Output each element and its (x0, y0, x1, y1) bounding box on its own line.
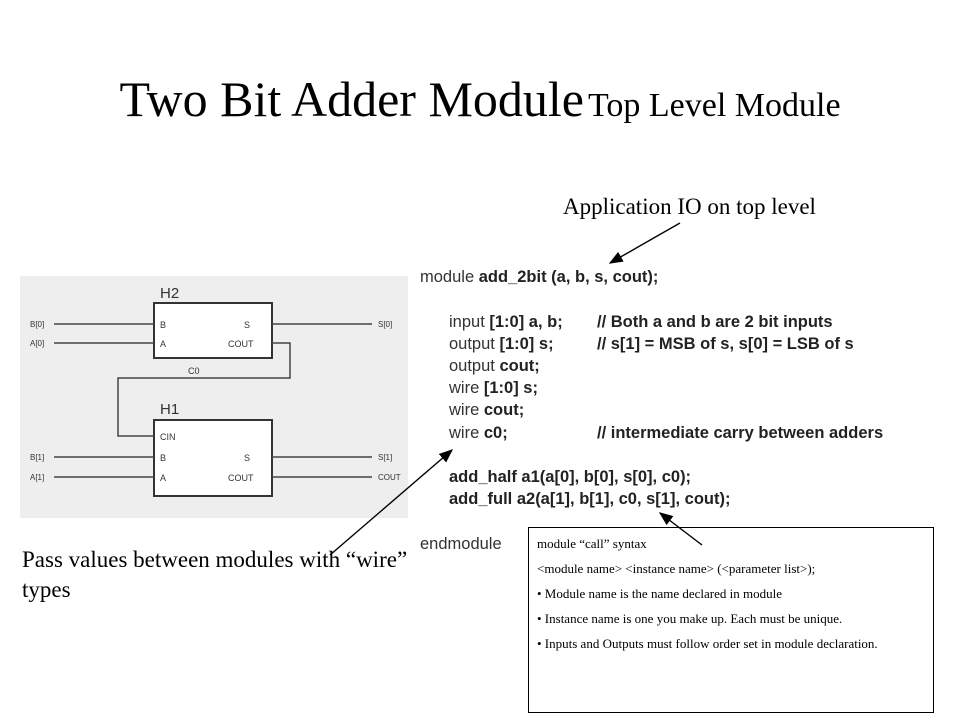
port-b1: B[1] (30, 453, 44, 462)
code-decl-wire-cout: wire cout; (449, 401, 525, 419)
code-instance-full-adder: add_full a2(a[1], b[1], c0, s[1], cout); (449, 490, 731, 508)
h1-pin-cin: CIN (160, 432, 176, 442)
h1-label: H1 (160, 401, 179, 418)
arrow-to-instances (658, 512, 703, 546)
port-cout: COUT (378, 473, 401, 482)
syntax-bullet: • Inputs and Outputs must follow order s… (537, 636, 878, 651)
code-endmodule: endmodule (420, 535, 502, 553)
code-decl-output-s: output [1:0] s; (449, 335, 554, 353)
code-comment-input: // Both a and b are 2 bit inputs (597, 313, 833, 331)
title-sub: Top Level Module (587, 87, 841, 124)
code-decl-input: input [1:0] a, b; (449, 313, 563, 331)
port-s1: S[1] (378, 453, 392, 462)
h1-pin-s: S (244, 453, 250, 463)
code-decl-output-cout: output cout; (449, 357, 540, 375)
code-decl-wire-c0: wire c0; (449, 424, 508, 442)
h1-pin-cout: COUT (228, 473, 254, 483)
port-a0: A[0] (30, 339, 44, 348)
h2-pin-cout: COUT (228, 339, 254, 349)
c0-wire-label: C0 (188, 366, 200, 376)
module-call-syntax-box: module “call” syntax <module name> <inst… (528, 527, 934, 713)
h1-pin-a: A (160, 473, 166, 483)
h2-pin-a: A (160, 339, 166, 349)
syntax-heading: module “call” syntax (537, 536, 647, 551)
code-decl-wire-s: wire [1:0] s; (449, 379, 538, 397)
arrow-to-module-header (608, 222, 681, 264)
callout-application-io: Application IO on top level (563, 194, 816, 219)
code-comment-output-s: // s[1] = MSB of s, s[0] = LSB of s (597, 335, 854, 353)
syntax-bullet: • Instance name is one you make up. Each… (537, 611, 843, 626)
h2-pin-b: B (160, 320, 166, 330)
arrow-to-wire-decl (329, 449, 454, 556)
callout-wire-types: Pass values between modules with “wire” … (22, 547, 408, 602)
h2-adder-block (153, 302, 273, 359)
title-main: Two Bit Adder Module (119, 71, 584, 127)
h1-pin-b: B (160, 453, 166, 463)
h2-label: H2 (160, 285, 179, 302)
code-instance-half-adder: add_half a1(a[0], b[0], s[0], c0); (449, 468, 692, 486)
schematic-wires (54, 323, 372, 478)
h1-adder-block (153, 419, 273, 497)
port-s0: S[0] (378, 320, 392, 329)
syntax-form: <module name> <instance name> (<paramete… (537, 561, 816, 576)
syntax-bullet: • Module name is the name declared in mo… (537, 586, 782, 601)
code-module-header: module add_2bit (a, b, s, cout); (420, 268, 659, 286)
code-comment-wire-c0: // intermediate carry between adders (597, 424, 884, 442)
slide-title: Two Bit Adder Module Top Level Module (0, 70, 960, 128)
port-b0: B[0] (30, 320, 44, 329)
h2-pin-s: S (244, 320, 250, 330)
port-a1: A[1] (30, 473, 44, 482)
